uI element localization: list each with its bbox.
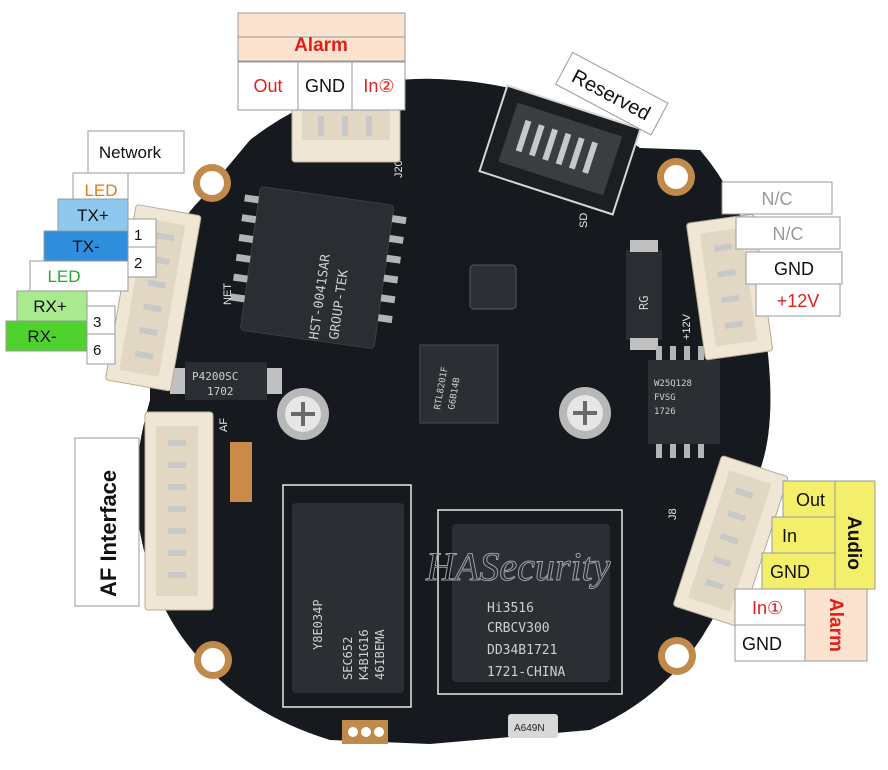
flash-marking-1: W25Q128 xyxy=(654,379,692,389)
power-label: N/C N/C GND +12V xyxy=(721,181,843,317)
audio-label: Out In GND Audio xyxy=(761,480,876,590)
diode-code: 1702 xyxy=(207,385,234,398)
power-pin-12v: +12V xyxy=(777,291,820,311)
watermark: HASecurity xyxy=(425,544,611,589)
flash-marking-3: 1726 xyxy=(654,407,676,417)
network-row-led-2: LED xyxy=(47,267,80,286)
silk-12v: +12V xyxy=(681,313,693,340)
alarm-connector-top xyxy=(291,99,401,163)
diode-label: P4200SC xyxy=(192,370,238,383)
power-connector xyxy=(686,213,773,361)
alarm-top-pin-gnd: GND xyxy=(305,76,345,96)
power-pin-nc-2: N/C xyxy=(773,224,804,244)
crystal xyxy=(508,714,558,738)
diode-left xyxy=(170,362,282,400)
soc-marking-1: Hi3516 xyxy=(487,601,534,616)
phy-chip xyxy=(419,344,499,424)
network-row-tx-plus: TX+ xyxy=(77,206,109,225)
network-transformer xyxy=(230,186,407,349)
alarm-top-title: Alarm xyxy=(294,35,348,56)
audio-pin-gnd: GND xyxy=(770,562,810,582)
ram-chip xyxy=(282,484,412,708)
alarm-top-pin-in2: In② xyxy=(363,76,394,96)
flash-chip xyxy=(648,346,720,458)
mounting-hole-top-right xyxy=(657,158,695,196)
ram-marking-2: K4B1G16 xyxy=(357,629,371,680)
af-interface-label: AF Interface xyxy=(74,437,140,607)
mounting-hole-bottom-left xyxy=(194,641,232,679)
network-label: Network LED TX+ 1 TX- 2 LED RX+ 3 RX- 6 xyxy=(5,130,185,365)
af-interface-text: AF Interface xyxy=(96,470,121,597)
network-row-rx-plus: RX+ xyxy=(33,297,67,316)
audio-title: Audio xyxy=(843,516,864,570)
silk-af: AF xyxy=(218,418,230,432)
rg-label: RG xyxy=(637,296,651,310)
soc-chip xyxy=(437,509,623,695)
soc-marking-2: CRBCV300 xyxy=(487,621,550,636)
power-pin-gnd: GND xyxy=(774,259,814,279)
tantalum-capacitor xyxy=(230,442,252,502)
flash-marking-2: FVSG xyxy=(654,393,676,403)
alarm-top-pin-out: Out xyxy=(253,76,282,96)
ram-marking-3: 46IBEMA xyxy=(373,629,387,680)
audio-pin-in: In xyxy=(782,526,797,546)
alarm-right-pin-gnd: GND xyxy=(742,634,782,654)
mounting-hole-bottom-right xyxy=(658,637,696,675)
reserved-connector xyxy=(478,84,642,216)
network-pin-3: 3 xyxy=(93,314,101,331)
alarm-right-pin-in1: In① xyxy=(752,598,783,618)
network-pin-1: 1 xyxy=(134,227,142,244)
crystal-label: A649N xyxy=(514,723,545,734)
network-pin-2: 2 xyxy=(134,255,142,272)
soc-marking-4: 1721-CHINA xyxy=(487,665,565,680)
alarm-top-label: Alarm Out GND In② xyxy=(237,12,406,111)
audio-pin-out: Out xyxy=(796,490,825,510)
network-row-led-1: LED xyxy=(84,181,117,200)
network-title: Network xyxy=(99,143,162,162)
silk-j20: J20 xyxy=(393,160,405,178)
network-pin-6: 6 xyxy=(93,342,101,359)
alarm-right-label: In① GND Alarm xyxy=(734,588,868,662)
power-pin-nc-1: N/C xyxy=(762,189,793,209)
silk-j8: J8 xyxy=(667,508,679,520)
alarm-right-title: Alarm xyxy=(825,598,846,652)
ram-id: Y8E034P xyxy=(311,599,325,650)
diode-rg xyxy=(626,240,662,350)
af-connector xyxy=(144,411,214,611)
audio-connector xyxy=(673,455,789,627)
test-pads xyxy=(342,720,388,744)
screw-left xyxy=(277,388,329,440)
pcb-board: HST-0041SAR GROUP-TEK P4200SC 1702 RG RT… xyxy=(135,78,771,744)
inductor xyxy=(469,264,517,310)
mounting-hole-top-left xyxy=(193,164,231,202)
network-row-tx-minus: TX- xyxy=(72,237,99,256)
silk-net: NET xyxy=(222,283,234,305)
network-row-rx-minus: RX- xyxy=(27,327,56,346)
screw-right xyxy=(559,387,611,439)
silk-sd: SD xyxy=(578,213,590,228)
ram-marking-1: SEC652 xyxy=(341,637,355,680)
soc-marking-3: DD34B1721 xyxy=(487,643,557,658)
